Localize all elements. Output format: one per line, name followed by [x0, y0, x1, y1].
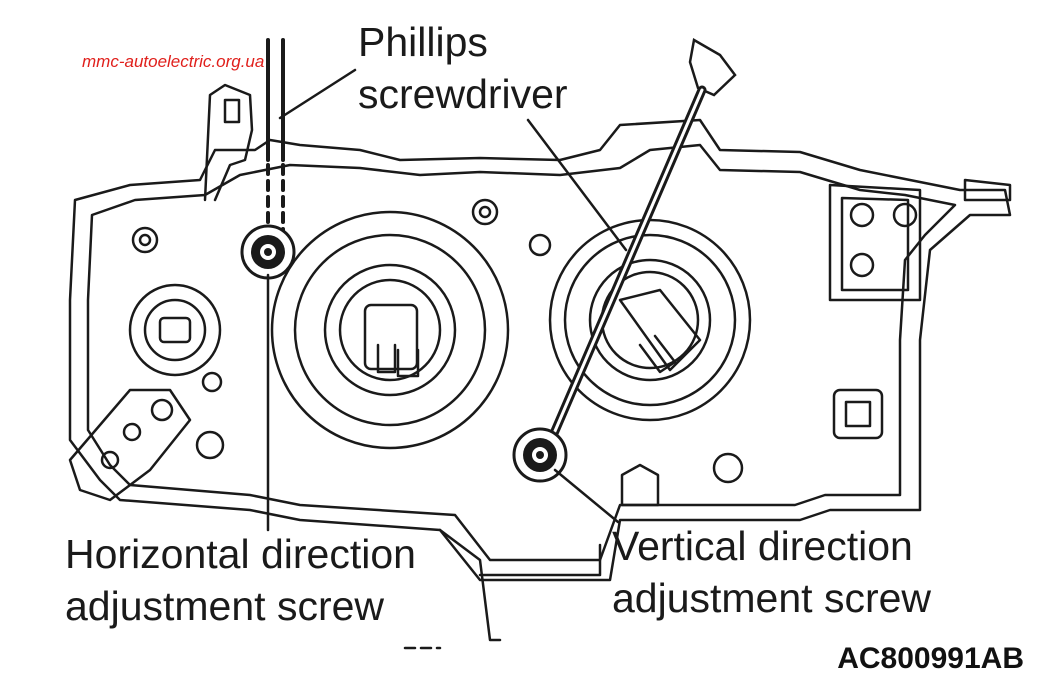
top-bracket-slot [223, 98, 241, 124]
horizontal-screw-label-line1: Horizontal direction [65, 531, 416, 577]
bracket-hole-3 [100, 450, 120, 470]
low-beam-bulb-socket [363, 303, 419, 371]
low-beam-ring-core [338, 278, 442, 382]
stud-left-bottom [195, 430, 225, 460]
figure-code: AC800991AB [837, 642, 1024, 675]
watermark: mmc-autoelectric.org.ua [82, 52, 265, 71]
left-lamp-ring [128, 283, 222, 377]
stud-center-top-inner [478, 205, 492, 219]
stud-left-mid [201, 371, 223, 393]
low-beam-ring-outer [270, 210, 510, 450]
stud-left-top-center [138, 233, 152, 247]
vertical-screw-label-line2: adjustment screw [612, 575, 932, 621]
leader-screwdriver-right [526, 118, 628, 252]
housing-outline [68, 118, 1012, 582]
vertical-screw-label-line1: Vertical direction [612, 523, 913, 569]
stud-right-bottom [712, 452, 744, 484]
left-lamp-socket [158, 316, 192, 344]
screwdriver-label: Phillips screwdriver [358, 16, 568, 120]
top-bracket [203, 83, 254, 202]
high-beam-ring-outer [548, 218, 752, 422]
high-beam-ring-mid [563, 233, 737, 407]
high-beam-ring-inner [588, 258, 712, 382]
right-mount-plate-inner [840, 196, 910, 292]
stud-right-mid [849, 252, 875, 278]
vertical-screw-label: Vertical direction adjustment screw [612, 520, 931, 624]
screwdriver-label-line2: screwdriver [358, 71, 568, 117]
left-lamp-inner [143, 298, 207, 362]
screwdriver-label-line1: Phillips [358, 19, 488, 65]
left-bracket-arm [68, 388, 192, 502]
stud-right-top-2 [892, 202, 918, 228]
horizontal-screw-label: Horizontal direction adjustment screw [65, 528, 416, 632]
bracket-hole-2 [122, 422, 142, 442]
housing-inner-outline [86, 143, 957, 562]
bracket-hole-1 [150, 398, 174, 422]
high-beam-bulb-socket [618, 288, 702, 372]
vertical-adjustment-screw [512, 427, 568, 483]
clip-square [832, 388, 884, 440]
low-beam-ring-inner [323, 263, 457, 397]
stud-center-top [471, 198, 499, 226]
clip-square-inner [844, 400, 872, 428]
stud-right-top-1 [849, 202, 875, 228]
leader-vertical-screw [553, 468, 620, 524]
right-connector [963, 178, 1012, 202]
lower-lip [438, 528, 602, 642]
right-screwdriver [547, 38, 737, 443]
leader-screwdriver-left [278, 68, 357, 120]
horizontal-adjustment-screw [240, 224, 296, 280]
stud-left-top [131, 226, 159, 254]
right-mount-plate [828, 183, 922, 302]
low-beam-bulb-tabs [376, 343, 420, 378]
bottom-connector [620, 463, 660, 507]
high-beam-bulb-tabs [638, 334, 677, 374]
stud-center [528, 233, 552, 257]
horizontal-screw-label-line2: adjustment screw [65, 583, 385, 629]
low-beam-ring-mid [293, 233, 487, 427]
